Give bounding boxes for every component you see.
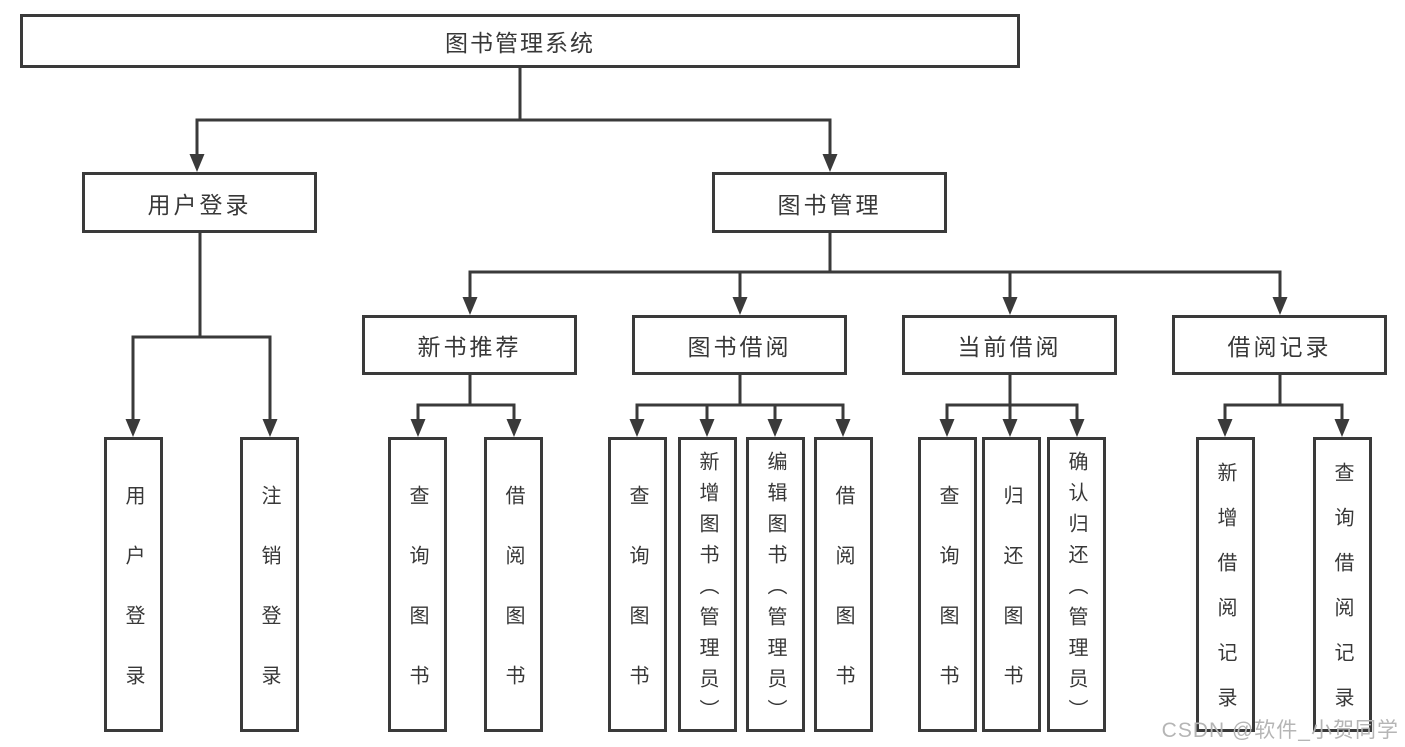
- watermark-text: CSDN @软件_小贺同学: [1161, 719, 1399, 742]
- leaf-label: 查询图书: [406, 484, 428, 725]
- leaf-label: 用户登录: [122, 484, 144, 725]
- leaf-borrow-books: 借阅图书: [814, 437, 873, 732]
- node-root: 图书管理系统: [20, 14, 1020, 68]
- leaf-query-books-borrow: 查询图书: [608, 437, 667, 732]
- leaf-label: 查询图书: [626, 484, 648, 725]
- leaf-label: 确认归还（管理员）: [1065, 450, 1087, 730]
- leaf-add-book-admin: 新增图书（管理员）: [678, 437, 737, 732]
- leaf-query-borrow-record: 查询借阅记录: [1313, 437, 1372, 732]
- leaf-label: 归还图书: [1000, 484, 1022, 725]
- node-label: 当前借阅: [957, 334, 1062, 360]
- leaf-borrow-books-recommend: 借阅图书: [484, 437, 543, 732]
- node-book-management: 图书管理: [712, 172, 947, 233]
- leaf-label: 新增图书（管理员）: [696, 450, 718, 730]
- leaf-query-books-current: 查询图书: [918, 437, 977, 732]
- leaf-return-book: 归还图书: [982, 437, 1041, 732]
- leaf-label: 借阅图书: [832, 484, 854, 725]
- leaf-user-login: 用户登录: [104, 437, 163, 732]
- leaf-label: 编辑图书（管理员）: [764, 450, 786, 730]
- node-user-login: 用户登录: [82, 172, 317, 233]
- node-root-label: 图书管理系统: [445, 30, 595, 56]
- leaf-label: 注销登录: [258, 484, 280, 725]
- node-label: 借阅记录: [1227, 334, 1332, 360]
- node-borrow-records: 借阅记录: [1172, 315, 1387, 375]
- node-label: 用户登录: [147, 191, 252, 218]
- node-label: 新书推荐: [417, 334, 522, 360]
- leaf-label: 新增借阅记录: [1214, 462, 1236, 732]
- leaf-add-borrow-record: 新增借阅记录: [1196, 437, 1255, 732]
- node-new-book-recommend: 新书推荐: [362, 315, 577, 375]
- leaf-edit-book-admin: 编辑图书（管理员）: [746, 437, 805, 732]
- leaf-query-books-recommend: 查询图书: [388, 437, 447, 732]
- leaf-label: 查询借阅记录: [1331, 462, 1353, 732]
- leaf-confirm-return-admin: 确认归还（管理员）: [1047, 437, 1106, 732]
- node-book-borrow: 图书借阅: [632, 315, 847, 375]
- node-current-borrow: 当前借阅: [902, 315, 1117, 375]
- leaf-logout: 注销登录: [240, 437, 299, 732]
- leaf-label: 借阅图书: [502, 484, 524, 725]
- leaf-label: 查询图书: [936, 484, 958, 725]
- node-label: 图书借阅: [687, 334, 792, 360]
- node-label: 图书管理: [777, 191, 882, 218]
